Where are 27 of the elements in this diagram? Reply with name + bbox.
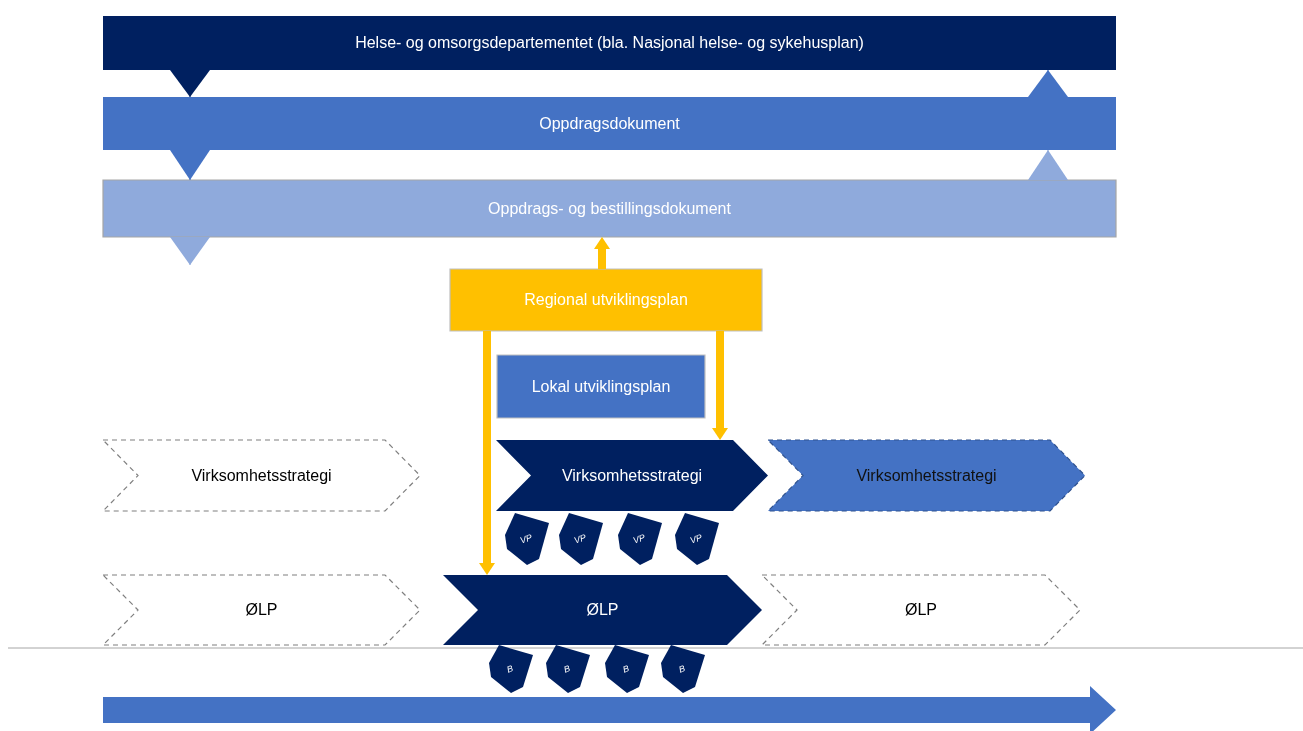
node-label: Helse- og omsorgsdepartementet (bla. Nasjonal helse- og sykehusplan) <box>355 34 864 52</box>
tag-label: B <box>562 663 572 675</box>
node-label: Oppdragsdokument <box>539 114 680 133</box>
wedge-arrow <box>170 236 210 266</box>
node-label: Regional utviklingsplan <box>524 291 688 309</box>
wedge-arrow <box>170 149 210 181</box>
wedge-arrow <box>170 69 210 98</box>
node-label: ØLP <box>905 601 937 619</box>
node-label: ØLP <box>245 601 278 619</box>
tag-label: VP <box>518 532 534 546</box>
wedge-arrow <box>1028 69 1068 98</box>
tag-label: VP <box>572 532 588 546</box>
wedge-arrow <box>1028 149 1068 181</box>
arrow <box>594 237 610 269</box>
node-label: Virksomhetsstrategi <box>191 466 332 485</box>
tag-label: B <box>621 663 631 675</box>
node-label: Virksomhetsstrategi <box>561 466 703 485</box>
node-label: Lokal utviklingsplan <box>531 377 671 396</box>
tag-label: VP <box>688 532 704 546</box>
tag-label: VP <box>631 532 647 546</box>
arrow <box>712 331 728 440</box>
node-label: ØLP <box>586 601 619 619</box>
node-label: Virksomhetsstrategi <box>856 466 997 485</box>
arrow <box>479 331 495 575</box>
node-label: Oppdrags- og bestillingsdokument <box>488 199 731 218</box>
tag-label: B <box>505 663 515 675</box>
tag-label: B <box>677 663 687 675</box>
